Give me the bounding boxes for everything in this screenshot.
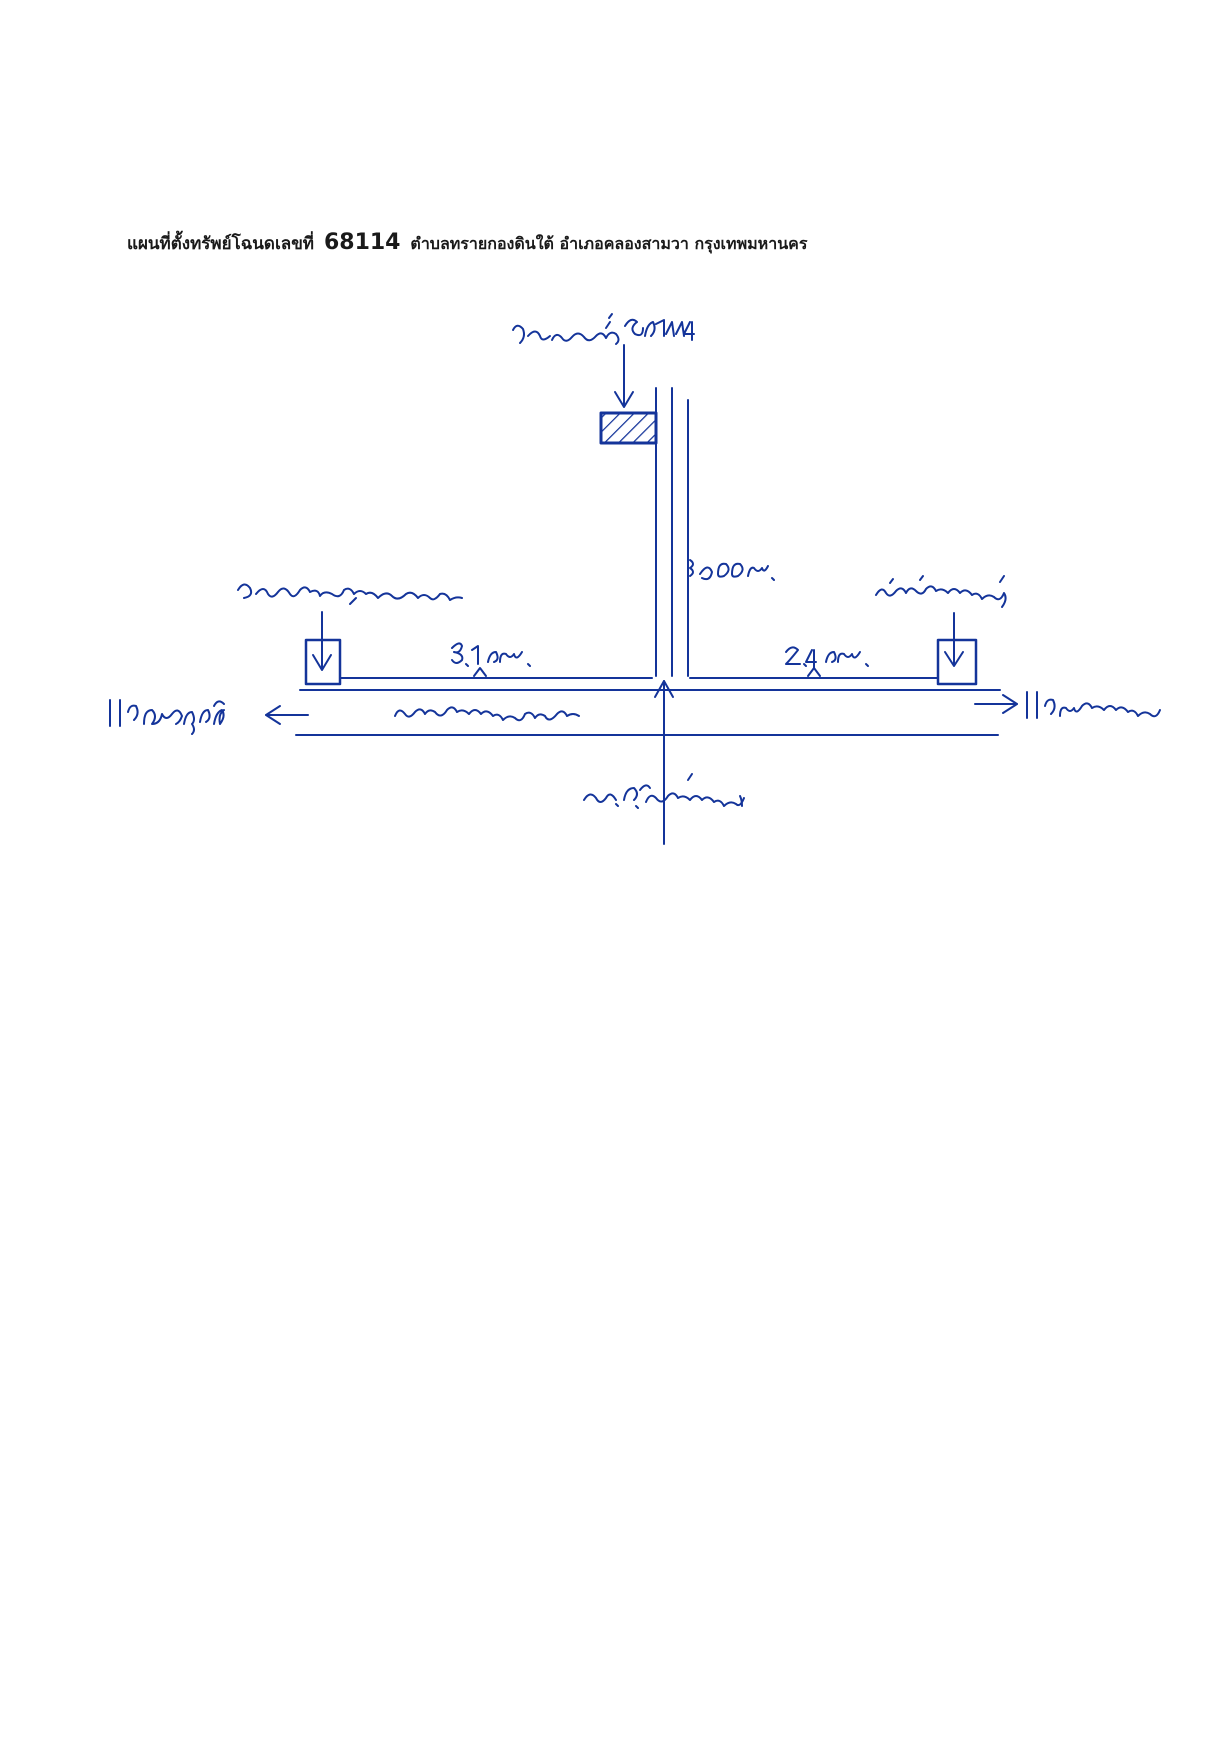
entrance-arrow bbox=[654, 680, 674, 845]
direction-left bbox=[109, 699, 309, 735]
deed-label-handwriting bbox=[512, 313, 695, 345]
frontage-left bbox=[339, 642, 653, 679]
frontage-right bbox=[689, 646, 939, 679]
title-prefix: แผนที่ตั้งทรัพย์โฉนดเลขที่ bbox=[127, 234, 315, 254]
deed-number: 68114 bbox=[323, 230, 401, 255]
title-address: ตำบลทรายกองดินใต้ อำเภอคลองสามวา กรุงเทพ… bbox=[410, 234, 808, 253]
housing-estate-label bbox=[583, 773, 745, 809]
main-road bbox=[295, 689, 1001, 736]
lane-distance-label bbox=[689, 559, 775, 581]
school-marker bbox=[237, 583, 463, 686]
deed-pointer-arrow bbox=[614, 344, 634, 408]
market-marker bbox=[875, 575, 1007, 686]
page-title: แผนที่ตั้งทรัพย์โฉนดเลขที่ 68114 ตำบลทรา… bbox=[127, 230, 1127, 257]
deed-plot-marker bbox=[599, 411, 658, 445]
access-lane bbox=[655, 387, 689, 677]
direction-right bbox=[974, 691, 1161, 719]
